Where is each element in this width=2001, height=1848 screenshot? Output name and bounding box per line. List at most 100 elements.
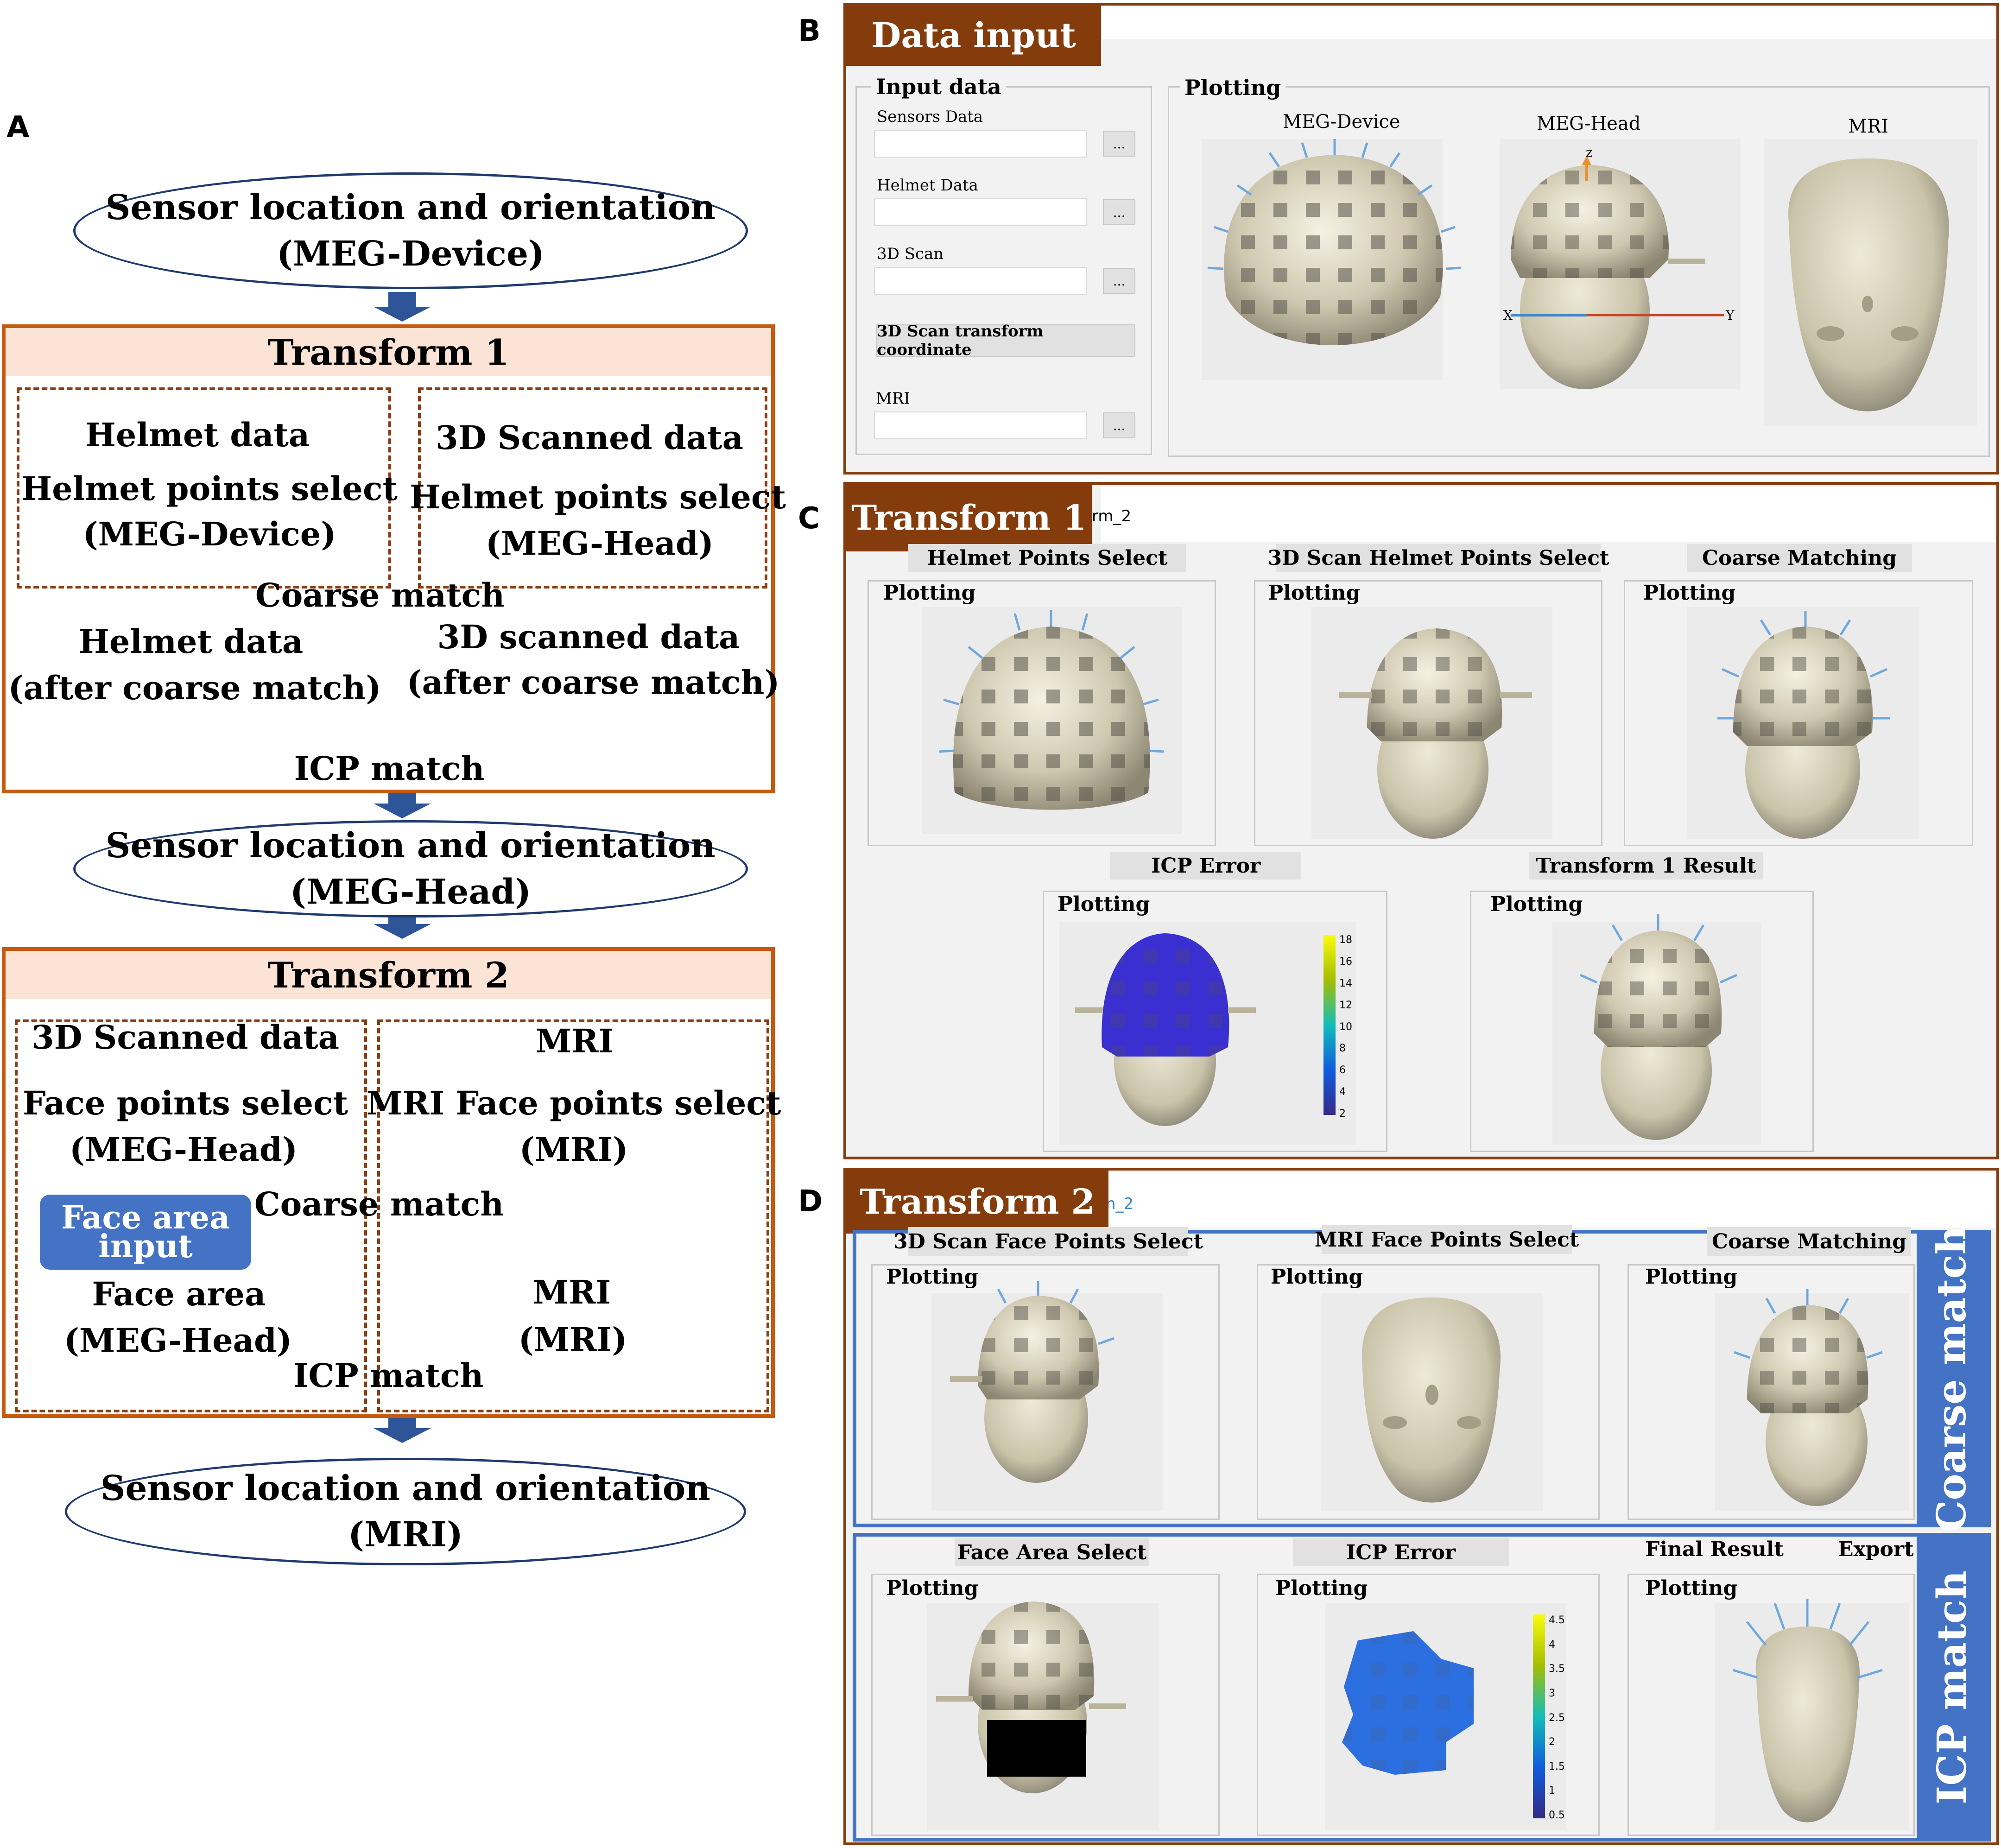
transform2-box: Transform 2	[2, 947, 775, 1418]
title-final-result: Final Result	[1645, 1538, 1784, 1561]
sensor-title: Sensor location and orientation	[106, 826, 716, 866]
face-area-input-button[interactable]: Face area input	[40, 1195, 251, 1270]
helmet-render	[938, 610, 1165, 810]
export-button[interactable]: Export	[1838, 1538, 1914, 1561]
sensor-subtitle: (MRI)	[348, 1515, 463, 1555]
t1-right-l2: (MEG-Head)	[485, 524, 714, 563]
t1-after-right-1: 3D scanned data	[437, 618, 740, 656]
t2-right-l2: (MRI)	[519, 1130, 628, 1169]
scan-input[interactable]	[874, 267, 1087, 295]
title-face-area-select[interactable]: Face Area Select	[955, 1538, 1149, 1566]
t2-icp-label: ICP match	[293, 1356, 484, 1395]
t2-left-l2: (MEG-Head)	[69, 1130, 298, 1169]
title-coarse-matching: Coarse Matching	[1707, 1227, 1911, 1256]
tick: 8	[1339, 1043, 1346, 1055]
sensor-title: Sensor location and orientation	[106, 188, 716, 228]
panel-label-a: A	[6, 110, 30, 145]
sensor-meg-device-ellipse: Sensor location and orientation (MEG-Dev…	[73, 172, 748, 289]
plotting-label: Plotting	[1180, 75, 1286, 100]
scan-transform-button[interactable]: 3D Scan transform coordinate	[876, 322, 1135, 359]
sensors-browse-button[interactable]: ...	[1103, 131, 1135, 157]
icp-error-render-2	[1342, 1614, 1545, 1818]
sensor-subtitle: (MEG-Head)	[290, 872, 532, 912]
view-meg-head-label: MEG-Head	[1537, 113, 1641, 134]
transform1-left-dashed	[17, 387, 391, 589]
sensors-data-label: Sensors Data	[877, 108, 983, 126]
transform1-tabbar	[1101, 487, 1995, 542]
title-icp-error-2: ICP Error	[1293, 1538, 1509, 1566]
scan-face-render	[950, 1281, 1114, 1483]
tick: 10	[1339, 1021, 1352, 1033]
t1-after-left-2: (after coarse match)	[8, 669, 381, 707]
tab-transform-2[interactable]: Transform 2	[846, 1171, 1108, 1234]
tick: 2	[1339, 1108, 1346, 1120]
icp-match-sidebar: ICP match	[1917, 1537, 1987, 1838]
plotting-label: Plotting	[1275, 1576, 1368, 1600]
mri-browse-button[interactable]: ...	[1103, 412, 1135, 438]
face-area-render	[936, 1601, 1126, 1793]
transform1-hidden-tab[interactable]: rm_2	[1092, 507, 1132, 525]
mri-input[interactable]	[874, 411, 1087, 439]
meg-head-render	[1511, 156, 1724, 389]
tick: 18	[1339, 934, 1352, 946]
mri-head-render	[1788, 158, 1949, 411]
t2-right-head: MRI	[535, 1022, 614, 1060]
t2-mri-1: MRI	[532, 1273, 611, 1311]
tab-transform-1[interactable]: Transform 1	[846, 485, 1092, 551]
plotting-label: Plotting	[1645, 1265, 1738, 1289]
transform1-header: Transform 1	[6, 328, 771, 376]
sensor-subtitle: (MEG-Device)	[276, 234, 545, 274]
sensors-data-input[interactable]	[874, 130, 1087, 158]
title-transform1-result: Transform 1 Result	[1529, 852, 1763, 880]
view-mri-label: MRI	[1848, 116, 1888, 137]
helmet-render	[1207, 139, 1461, 345]
t1-left-l1: Helmet points select	[21, 469, 398, 508]
helmet-data-input[interactable]	[874, 198, 1087, 226]
tick: 2.5	[1549, 1712, 1565, 1724]
mri-face-render	[1361, 1297, 1501, 1503]
transform1-right-dashed	[418, 387, 767, 589]
transform1-box: Transform 1	[2, 324, 775, 793]
coarse-matching-render-2	[1734, 1289, 1883, 1506]
plotting-label: Plotting	[1645, 1576, 1738, 1600]
sensor-mri-ellipse: Sensor location and orientation (MRI)	[65, 1458, 746, 1565]
t2-face-area-1: Face area	[92, 1275, 266, 1313]
t1-right-head: 3D Scanned data	[436, 418, 743, 457]
face-area-btn-line1: Face area	[61, 1199, 230, 1236]
coarse-matching-render	[1717, 611, 1890, 839]
panel-label-d: D	[798, 1184, 823, 1219]
sensor-title: Sensor location and orientation	[101, 1468, 710, 1508]
title-icp-error: ICP Error	[1110, 852, 1301, 880]
transform2-tabbar	[1101, 1172, 1995, 1228]
t1-left-l2: (MEG-Device)	[82, 515, 336, 553]
helmet-browse-button[interactable]: ...	[1103, 199, 1135, 225]
icp-error-render	[1075, 933, 1336, 1126]
data-input-tabbar	[1101, 6, 1995, 39]
axis-z-label: z	[1586, 145, 1593, 160]
tick: 3.5	[1549, 1663, 1565, 1675]
plotting-label: Plotting	[883, 581, 976, 605]
title-helmet-points: Helmet Points Select	[908, 544, 1186, 572]
t1-after-left-1: Helmet data	[78, 622, 304, 661]
plotting-label: Plotting	[1271, 1265, 1363, 1289]
coarse-match-sidebar: Coarse match	[1917, 1225, 1987, 1532]
scan-label: 3D Scan	[877, 245, 944, 263]
t1-coarse-label: Coarse match	[255, 576, 505, 614]
sensor-meg-head-ellipse: Sensor location and orientation (MEG-Hea…	[73, 820, 748, 918]
t1-left-head: Helmet data	[85, 416, 310, 454]
tick: 2	[1549, 1736, 1555, 1748]
helmet-data-label: Helmet Data	[877, 176, 978, 195]
scan-browse-button[interactable]: ...	[1103, 268, 1135, 294]
panel-label-c: C	[798, 501, 820, 536]
title-scan-helmet-points: 3D Scan Helmet Points Select	[1268, 544, 1609, 572]
face-area-mask	[987, 1720, 1086, 1777]
tab-data-input[interactable]: Data input	[846, 6, 1101, 66]
t2-face-area-2: (MEG-Head)	[63, 1321, 292, 1360]
axis-y-label: Y	[1726, 308, 1735, 323]
tick: 3	[1549, 1687, 1555, 1699]
t1-icp-label: ICP match	[294, 749, 485, 788]
transform2-hidden-tab[interactable]: n_2	[1106, 1195, 1134, 1213]
t1-after-right-2: (after coarse match)	[406, 663, 780, 702]
plotting-label: Plotting	[1057, 892, 1150, 916]
